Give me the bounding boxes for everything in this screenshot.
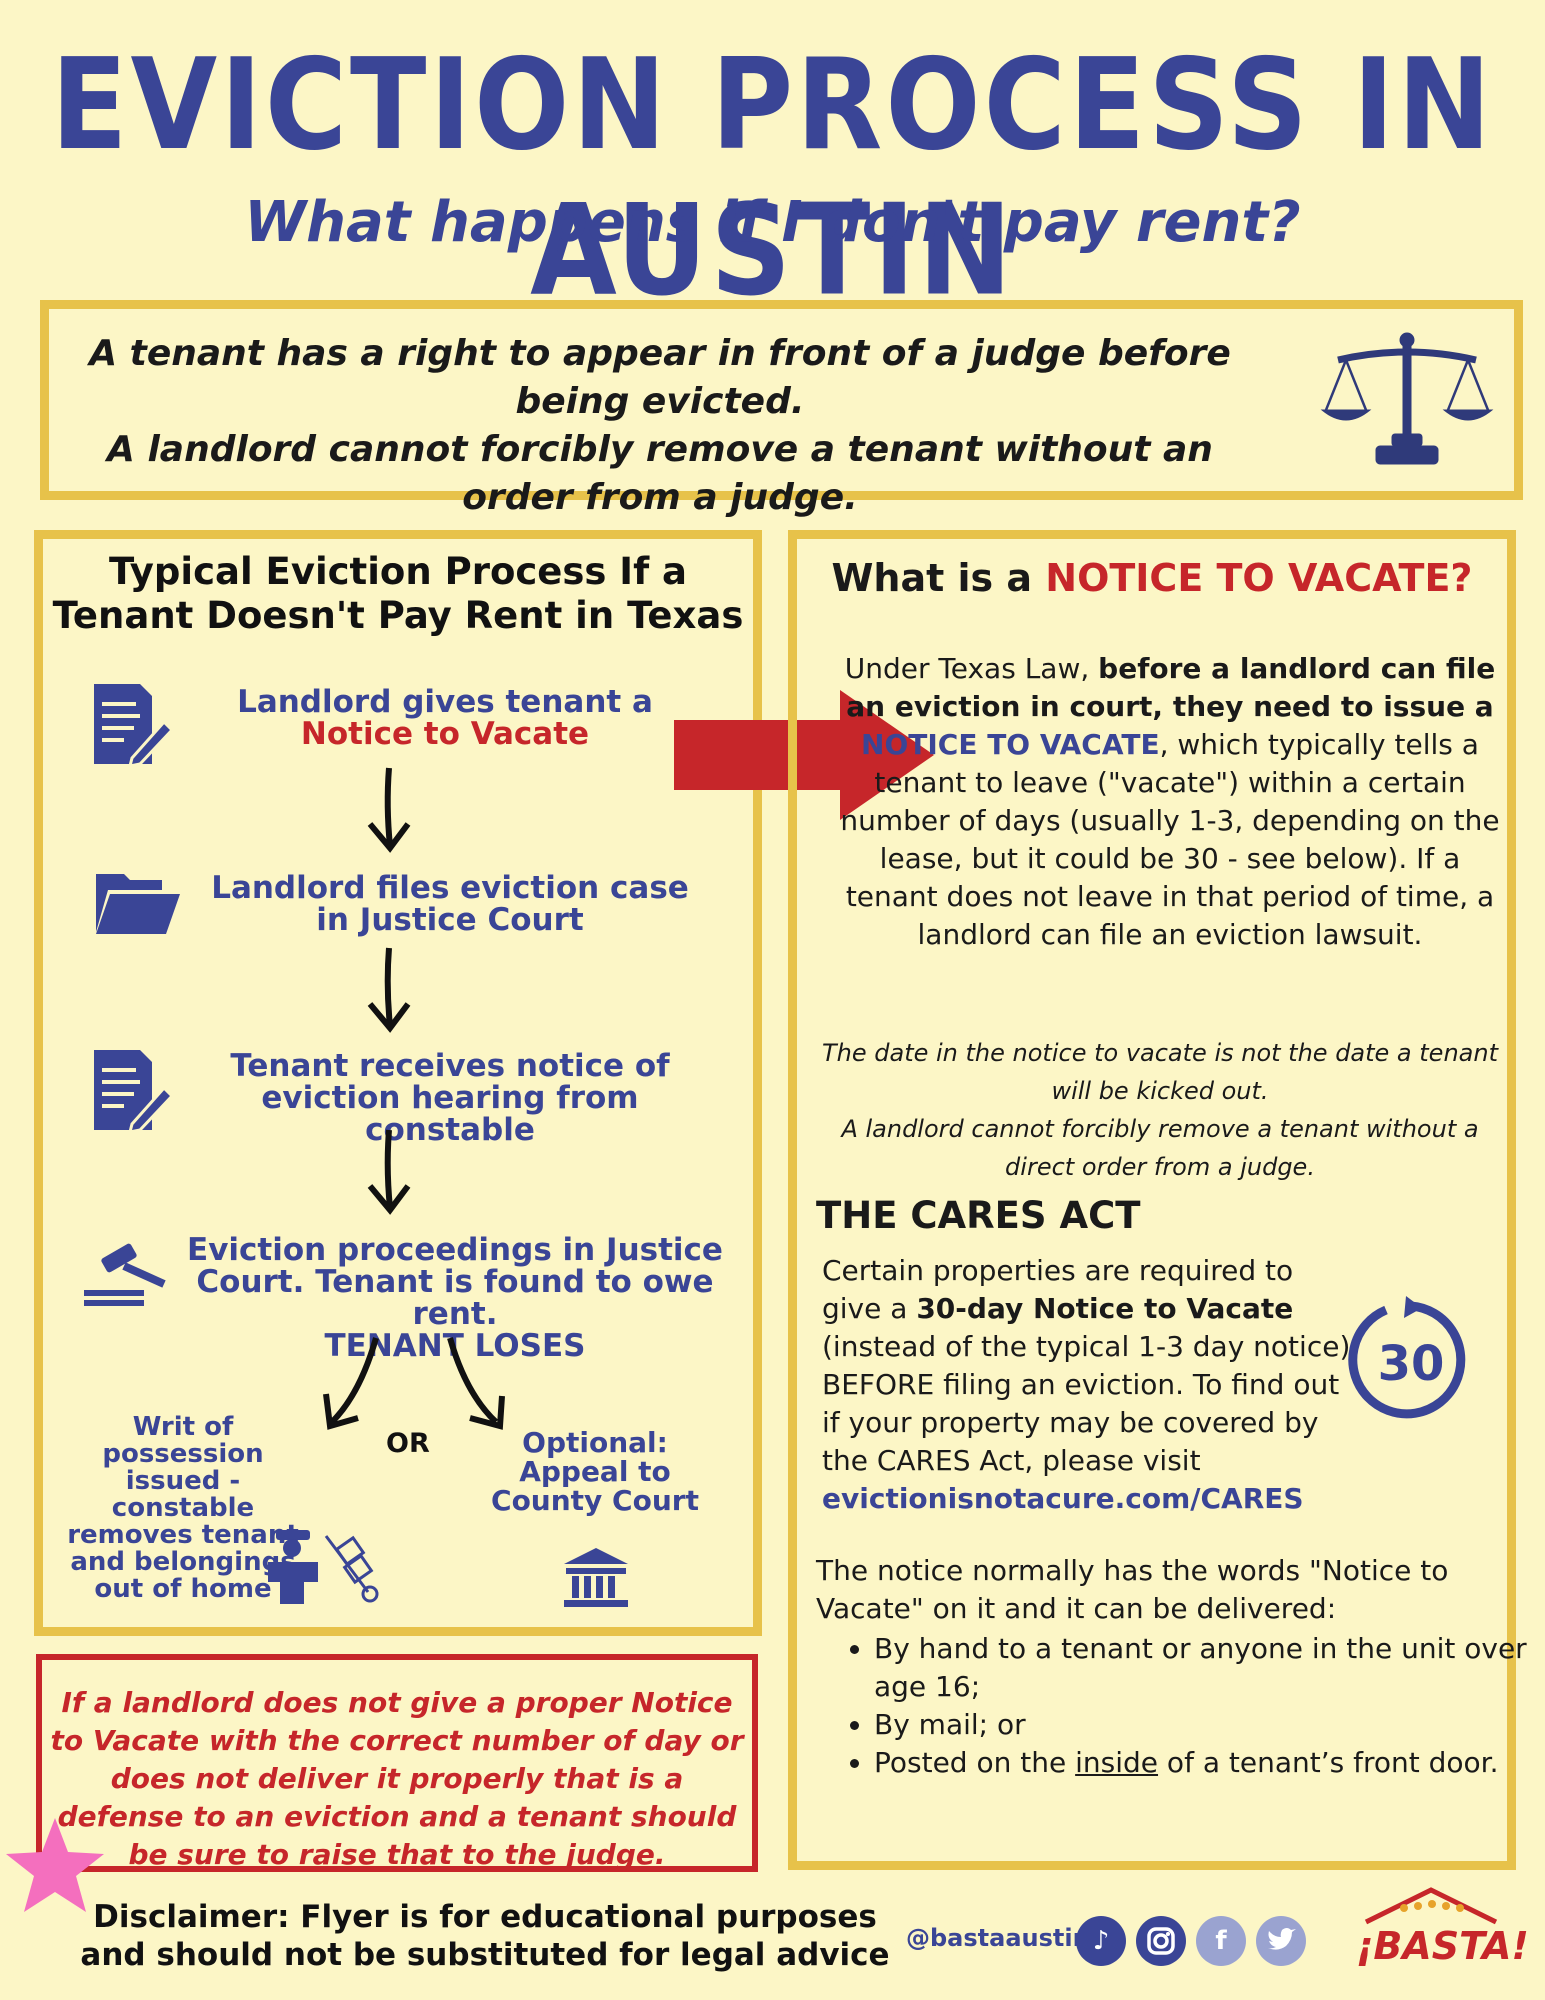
step-4-text: Eviction proceedings in Justice Court. T… bbox=[187, 1232, 723, 1332]
notice-arrow-icon bbox=[674, 690, 934, 820]
intro-box bbox=[40, 300, 1523, 500]
notice-body-text: Under Texas Law, bbox=[844, 652, 1099, 685]
step-3: Tenant receives notice of eviction heari… bbox=[230, 1048, 670, 1148]
outcome-appeal: Optional: Appeal to County Court bbox=[491, 1426, 699, 1517]
cares-body-bold: 30-day Notice to Vacate bbox=[916, 1292, 1294, 1325]
intro-line-2: A landlord cannot forcibly remove a tena… bbox=[107, 429, 1213, 518]
process-box bbox=[34, 530, 762, 1636]
tiktok-icon[interactable]: ♪ bbox=[1076, 1916, 1126, 1966]
intro-text: A tenant has a right to appear in front … bbox=[60, 330, 1260, 522]
folder-icon bbox=[96, 874, 180, 934]
process-heading: Typical Eviction Process If a Tenant Doe… bbox=[52, 550, 744, 637]
notice-body: Under Texas Law, before a landlord can f… bbox=[830, 650, 1510, 954]
list-item: Posted on the inside of a tenant’s front… bbox=[874, 1744, 1545, 1782]
timer-30-label: 30 bbox=[1378, 1336, 1445, 1392]
notice-heading-highlight: NOTICE TO VACATE? bbox=[1045, 556, 1473, 600]
timer-30-icon: 30 bbox=[1348, 1296, 1466, 1419]
step-1-highlight: Notice to Vacate bbox=[300, 716, 590, 752]
page-subtitle: What happens if I don't pay rent? bbox=[244, 190, 1301, 255]
cares-body: Certain properties are required to give … bbox=[822, 1252, 1352, 1518]
star-icon bbox=[6, 1818, 104, 1912]
step-2: Landlord files eviction case in Justice … bbox=[211, 870, 689, 938]
document-pen-icon bbox=[94, 684, 172, 766]
or-label: OR bbox=[386, 1428, 430, 1459]
down-arrow-icon bbox=[367, 947, 411, 1033]
down-arrow-icon bbox=[367, 1129, 411, 1215]
list-item-underline: inside bbox=[1075, 1746, 1159, 1779]
constable-dolly-icon bbox=[268, 1530, 379, 1604]
social-handle[interactable]: @bastaaustin bbox=[906, 1924, 1090, 1952]
house-roof-icon bbox=[1364, 1887, 1498, 1925]
list-item: By mail; or bbox=[874, 1706, 1545, 1744]
notice-note-1: The date in the notice to vacate is not … bbox=[822, 1039, 1498, 1105]
gavel-icon bbox=[84, 1243, 166, 1306]
notice-body-highlight: NOTICE TO VACATE bbox=[861, 728, 1160, 761]
page-title: EVICTION PROCESS IN AUSTIN bbox=[51, 32, 1494, 324]
list-item-rest: of a tenant’s front door. bbox=[1158, 1746, 1499, 1779]
cares-link[interactable]: evictionisnotacure.com/CARES bbox=[822, 1482, 1304, 1515]
cares-body-rest: (instead of the typical 1-3 day notice) … bbox=[822, 1330, 1351, 1477]
notice-body-bold: before a landlord can file an eviction i… bbox=[846, 652, 1496, 723]
notice-body-rest: , which typically tells a tenant to leav… bbox=[840, 728, 1500, 951]
defense-text: If a landlord does not give a proper Not… bbox=[50, 1686, 744, 1871]
instagram-icon[interactable] bbox=[1136, 1916, 1186, 1966]
scales-of-justice-icon bbox=[1320, 332, 1494, 465]
cares-heading: THE CARES ACT bbox=[816, 1194, 1141, 1237]
disclaimer: Disclaimer: Flyer is for educational pur… bbox=[80, 1899, 890, 1973]
down-arrow-icon bbox=[367, 767, 411, 853]
document-pen-icon bbox=[94, 1050, 172, 1132]
notice-note-2: A landlord cannot forcibly remove a tena… bbox=[841, 1115, 1479, 1181]
twitter-icon[interactable] bbox=[1256, 1916, 1306, 1966]
step-1: Landlord gives tenant a Notice to Vacate bbox=[190, 686, 700, 750]
delivery-intro: The notice normally has the words "Notic… bbox=[816, 1554, 1449, 1625]
notice-heading-prefix: What is a bbox=[831, 556, 1046, 600]
list-item-text: Posted on the bbox=[874, 1746, 1076, 1779]
notice-note: The date in the notice to vacate is not … bbox=[810, 1034, 1510, 1186]
intro-line-1: A tenant has a right to appear in front … bbox=[89, 333, 1231, 422]
defense-box bbox=[36, 1654, 758, 1872]
basta-logo-text: ¡BASTA! bbox=[1356, 1924, 1529, 1968]
courthouse-icon bbox=[564, 1548, 628, 1607]
branch-arrows bbox=[323, 1337, 505, 1430]
delivery-list: By hand to a tenant or anyone in the uni… bbox=[834, 1630, 1545, 1782]
step-1-text: Landlord gives tenant a bbox=[237, 684, 653, 720]
notice-box bbox=[788, 530, 1516, 1870]
cares-body-text: Certain properties are required to give … bbox=[822, 1254, 1294, 1325]
outcome-writ-of-possession: Writ of possession issued - constable re… bbox=[67, 1412, 299, 1604]
facebook-icon[interactable]: f bbox=[1196, 1916, 1246, 1966]
basta-logo: ¡BASTA! bbox=[1356, 1886, 1529, 1968]
list-item: By hand to a tenant or anyone in the uni… bbox=[874, 1630, 1545, 1706]
notice-heading: What is a NOTICE TO VACATE? bbox=[800, 556, 1504, 600]
